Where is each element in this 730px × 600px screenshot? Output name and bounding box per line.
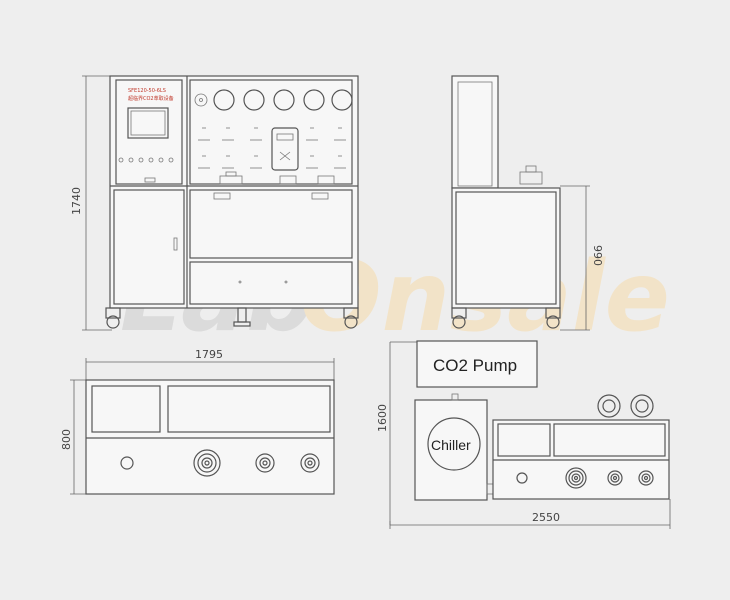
layout-depth-dim: 1600: [376, 404, 389, 432]
touch-screen: [127, 107, 169, 139]
top-cabinet: [85, 379, 335, 495]
lower-door: [113, 189, 185, 305]
control-buttons: [118, 157, 174, 183]
top-view: 1795 800: [60, 348, 335, 495]
control-panel: [115, 79, 183, 185]
lower-compartment: [189, 189, 353, 259]
layout-vessel-separator-1: [607, 470, 623, 486]
layout-vessel-main: [565, 467, 587, 489]
top-vessel-separator-1: [255, 453, 275, 473]
layout-width-dim: 2550: [532, 511, 560, 524]
model-label: SFE120-50-6LS: [128, 88, 166, 94]
side-lower-cabinet: [451, 187, 561, 309]
side-casters: [451, 307, 561, 329]
vessel-lids: [219, 171, 335, 185]
front-height-dim: 1740: [70, 187, 83, 215]
valve-indicators: [198, 127, 346, 169]
layout-port-small: [516, 472, 528, 484]
co2-cylinders: [597, 394, 654, 418]
layout-view: 1600 CO2 Pump Chiller: [376, 340, 671, 529]
model-subtitle: 超临界CO2萃取设备: [128, 95, 174, 102]
side-vessel-lid: [519, 171, 543, 185]
top-width-dim: 1795: [195, 348, 223, 361]
pressure-gauges: [194, 89, 353, 111]
front-casters: [105, 307, 359, 329]
door-handle: [173, 237, 178, 251]
top-vessel-main: [193, 449, 221, 477]
chiller-label: Chiller: [431, 437, 471, 453]
side-upper-cabinet: [451, 75, 499, 189]
top-vessel-separator-2: [300, 453, 320, 473]
center-display: [271, 127, 299, 171]
top-depth-dim: 800: [60, 429, 73, 450]
base-compartment: [189, 261, 353, 305]
layout-vessel-separator-2: [638, 470, 654, 486]
co2-pump-label: CO2 Pump: [433, 356, 517, 375]
chiller-fan: [427, 417, 481, 471]
side-view: 990: [451, 75, 604, 331]
top-port-small: [120, 456, 134, 470]
front-cabinet: [109, 75, 359, 309]
co2-pump: [416, 340, 538, 388]
gauge-panel: [189, 79, 353, 185]
side-height-dim: 990: [591, 245, 604, 266]
front-view: 1740 SFE120-50-6LS 超临界CO2萃取设备: [70, 75, 359, 331]
